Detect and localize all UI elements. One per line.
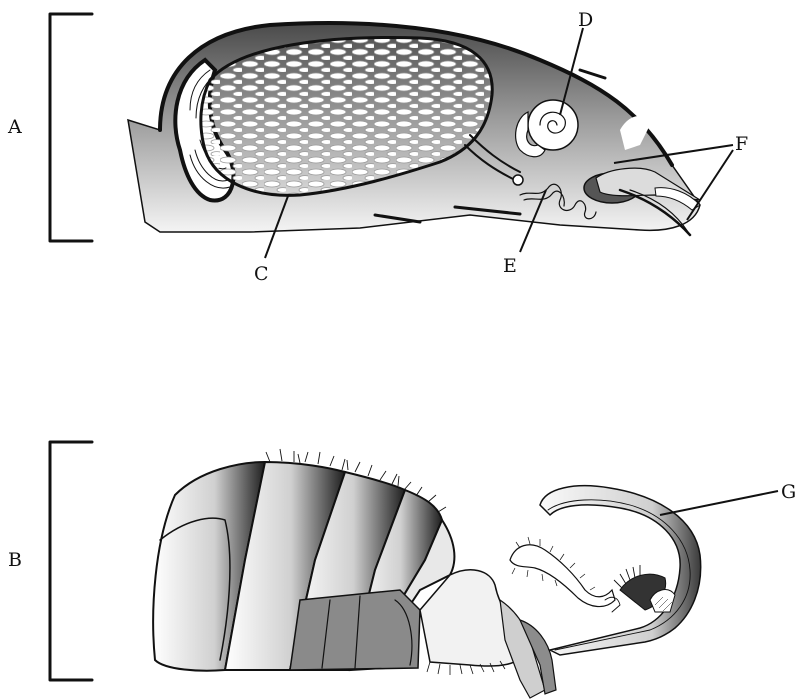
svg-text:C: C — [254, 263, 269, 285]
panel-a-bracket — [50, 14, 92, 241]
svg-text:E: E — [503, 255, 517, 277]
abdominal-segments — [153, 462, 454, 671]
callout-g: G — [660, 481, 796, 515]
ventral-stripe-3 — [580, 70, 605, 78]
panel-b: B — [8, 442, 796, 698]
feathery-appendage — [510, 537, 615, 607]
svg-text:D: D — [578, 9, 593, 31]
terminal-plates — [420, 570, 556, 698]
panel-b-label: B — [8, 549, 22, 571]
panel-b-bracket — [50, 442, 92, 680]
panel-a: A — [7, 9, 748, 285]
svg-text:G: G — [781, 481, 796, 503]
panel-a-label: A — [7, 116, 22, 138]
ventral-plates — [290, 590, 420, 670]
svg-text:F: F — [735, 133, 748, 155]
